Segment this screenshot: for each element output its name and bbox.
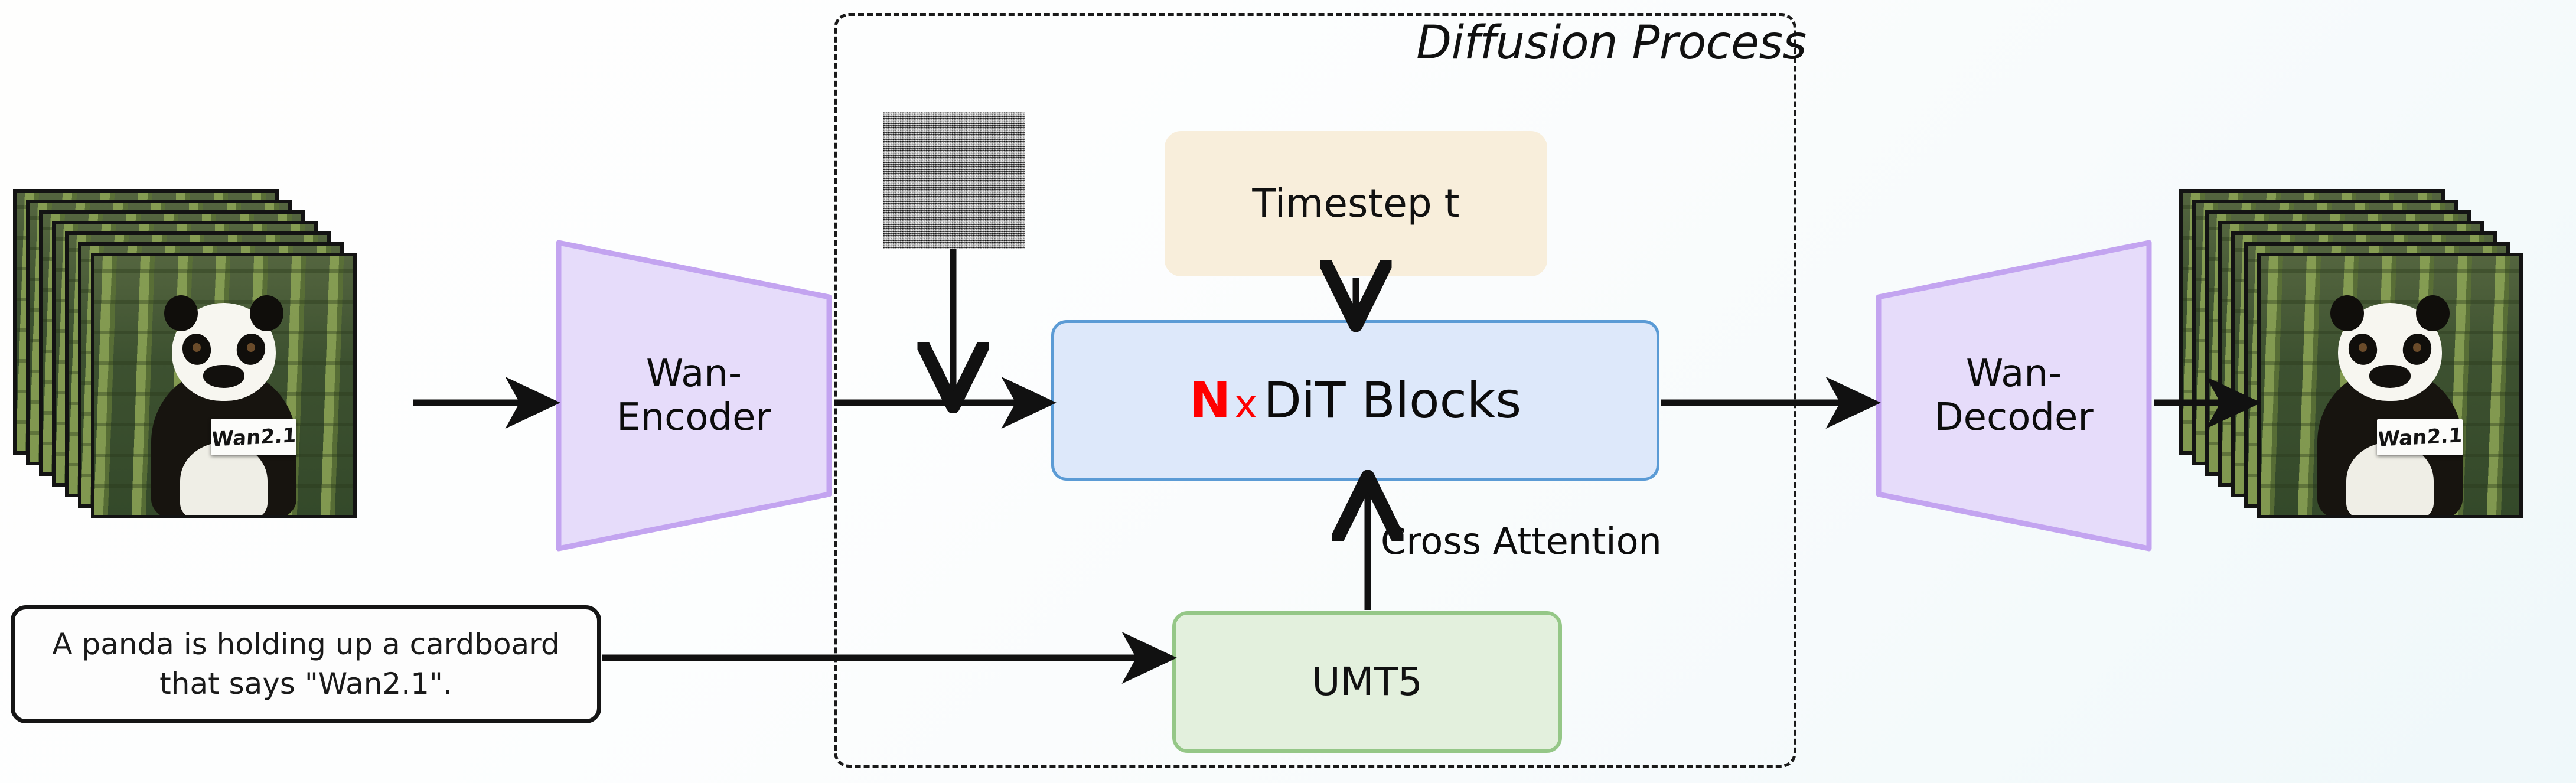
output-video-frames: Wan2.1 <box>2179 189 2569 555</box>
panda-sign-input: Wan2.1 <box>211 419 296 456</box>
umt5-label: UMT5 <box>1312 659 1423 705</box>
dit-repeat-count: N <box>1189 371 1231 429</box>
dit-times-symbol: x <box>1234 381 1258 427</box>
wan-decoder-block: Wan- Decoder <box>1875 239 2153 552</box>
wan-decoder-shape <box>1876 240 2152 552</box>
noise-latent-patch <box>883 112 1025 249</box>
timestep-block: Timestep t <box>1165 131 1547 276</box>
input-video-frames: Wan2.1 <box>13 189 403 555</box>
panda-sign-output: Wan2.1 <box>2377 419 2463 456</box>
timestep-label: Timestep t <box>1252 181 1460 227</box>
diffusion-process-region <box>834 13 1796 768</box>
text-prompt-value: A panda is holding up a cardboard that s… <box>52 627 560 701</box>
wan-encoder-block: Wan- Encoder <box>555 239 833 552</box>
text-prompt-box: A panda is holding up a cardboard that s… <box>11 605 601 723</box>
diffusion-process-label: Diffusion Process <box>1416 17 1807 70</box>
umt5-text-encoder-block: UMT5 <box>1172 611 1562 753</box>
dit-blocks-label: DiT Blocks <box>1263 371 1522 429</box>
cross-attention-label: Cross Attention <box>1381 520 1662 563</box>
wan-encoder-shape <box>556 240 832 552</box>
